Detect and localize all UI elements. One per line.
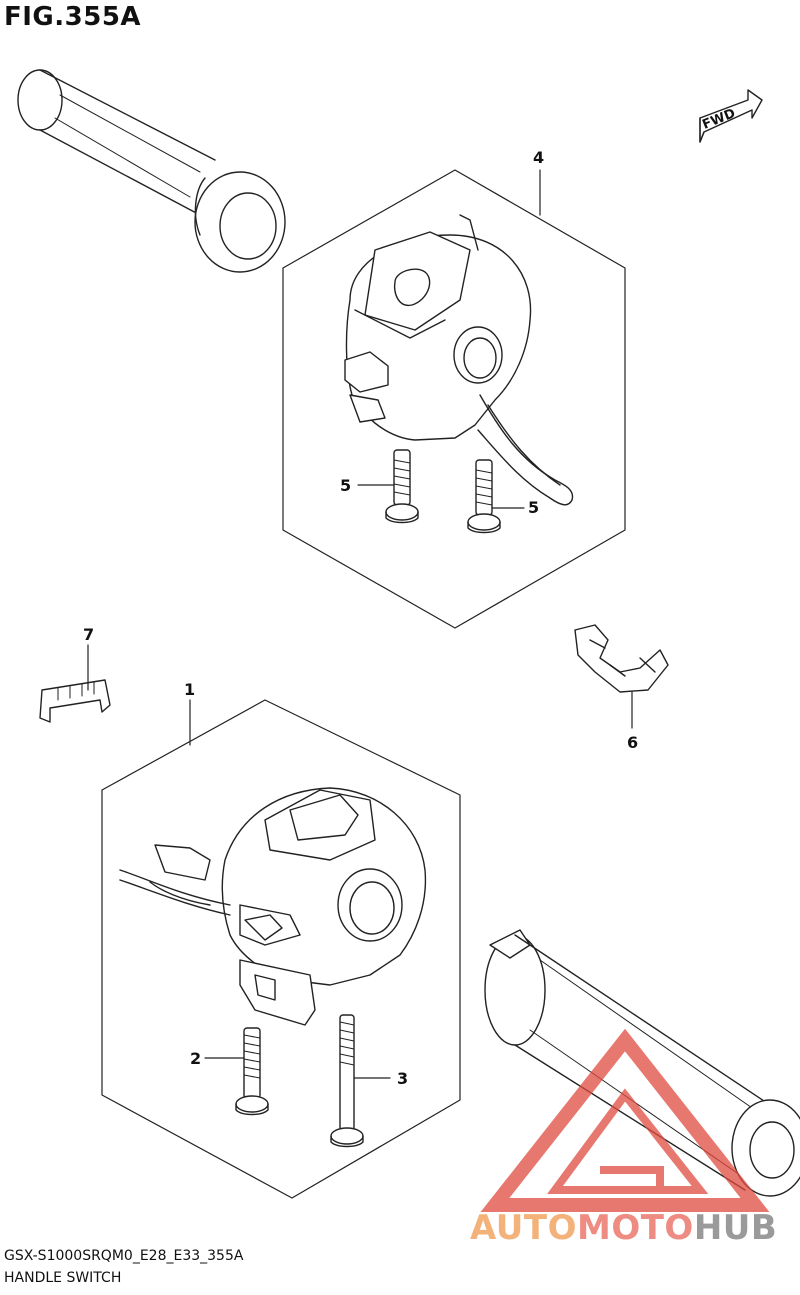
- assembly-frame-1: [101, 699, 461, 1199]
- left-grip-part: [17, 69, 286, 273]
- watermark-text: AUTOMOTOHUB: [470, 1208, 777, 1248]
- callout-3: 3: [397, 1069, 409, 1088]
- diagram-name: HANDLE SWITCH: [4, 1270, 122, 1286]
- screw-5-right: [467, 459, 501, 534]
- right-grip-part: [484, 929, 800, 1197]
- callout-5-right: 5: [528, 498, 540, 517]
- watermark-text-moto: MOTO: [576, 1208, 694, 1248]
- figure-title: FIG.355A: [4, 2, 142, 32]
- fwd-arrow: [699, 89, 763, 143]
- screw-2: [235, 1027, 269, 1116]
- watermark-logo: [480, 1028, 770, 1212]
- screw-5-left: [385, 449, 419, 524]
- callout-6: 6: [627, 733, 639, 752]
- screw-3: [330, 1014, 364, 1148]
- watermark-text-auto: AUTO: [470, 1208, 577, 1248]
- callout-2: 2: [190, 1049, 202, 1068]
- left-switch-housing: [344, 214, 574, 506]
- callout-4: 4: [533, 148, 545, 167]
- diagram-code: GSX-S1000SRQM0_E28_E33_355A: [4, 1248, 244, 1264]
- callout-7: 7: [83, 625, 95, 644]
- callout-1: 1: [184, 680, 196, 699]
- watermark-text-hub: HUB: [693, 1208, 778, 1248]
- right-switch-housing: [119, 787, 427, 1026]
- assembly-frame-4: [282, 169, 626, 629]
- clamp-part-7: [39, 679, 111, 723]
- callout-5-left: 5: [340, 476, 352, 495]
- connector-part-6: [574, 624, 669, 693]
